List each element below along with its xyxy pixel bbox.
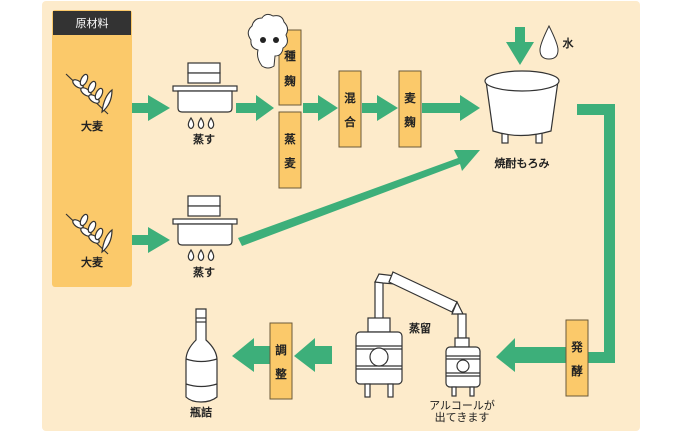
step-fermentation: 発 酵 [565,319,589,397]
still-icon [355,271,481,398]
raw-material-label: 大麦 [81,255,104,269]
svg-text:調: 調 [275,343,287,357]
arrow-diagonal-icon [238,150,480,246]
bottling-label: 瓶詰 [190,405,212,419]
svg-text:麹: 麹 [403,115,416,129]
step-seed-koji: 種 麹 [278,29,302,106]
steaming-label: 蒸す [193,132,215,146]
svg-text:麦: 麦 [404,91,416,105]
svg-text:麦: 麦 [284,156,296,170]
arrow-left-icon [294,338,332,372]
arrow-left-icon [232,338,270,372]
water-drop-icon [539,24,559,60]
arrow-right-icon [422,95,480,121]
arrow-right-icon [236,95,274,121]
distillation-label: 蒸留 [409,321,431,335]
svg-text:発: 発 [570,340,583,354]
tank-icon [484,70,560,144]
svg-text:混: 混 [344,91,356,105]
step-steamed-barley: 蒸 麦 [278,111,302,189]
arrow-right-icon [303,95,338,121]
raw-material-label: 大麦 [81,119,104,133]
raw-materials-column: 原材料 [52,10,132,287]
svg-text:蒸: 蒸 [284,132,296,146]
koji-mold-icon [247,13,289,69]
barley-icon [65,213,113,255]
arrows [132,27,615,372]
svg-text:合: 合 [344,115,356,129]
arrow-right-icon [362,95,398,121]
arrow-right-icon [132,227,170,253]
step-adjustment: 調 整 [269,322,293,400]
steamer-icon [172,195,238,262]
step-mixing: 混 合 [338,70,362,148]
svg-text:酵: 酵 [571,364,583,378]
svg-text:種: 種 [284,49,296,63]
raw-materials-header-label: 原材料 [76,16,109,30]
raw-materials-band [52,10,132,287]
alcohol-out-line1: アルコールが [429,398,495,412]
alcohol-out-line2: 出てきます [435,410,490,424]
barley-icon [65,73,113,115]
arrow-down-icon [506,27,534,65]
raw-materials-header [53,11,131,35]
svg-text:麹: 麹 [283,74,296,88]
step-barley-koji: 麦 麹 [398,70,422,148]
arrow-path-icon [566,104,615,363]
arrow-left-icon [496,338,566,372]
moromi-label: 焼酎もろみ [495,156,550,170]
arrow-right-icon [132,95,170,121]
steamer-icon [172,62,238,130]
bottle-icon [185,308,218,403]
svg-text:整: 整 [274,367,287,381]
steaming-label: 蒸す [193,265,215,279]
water-label: 水 [563,36,575,50]
